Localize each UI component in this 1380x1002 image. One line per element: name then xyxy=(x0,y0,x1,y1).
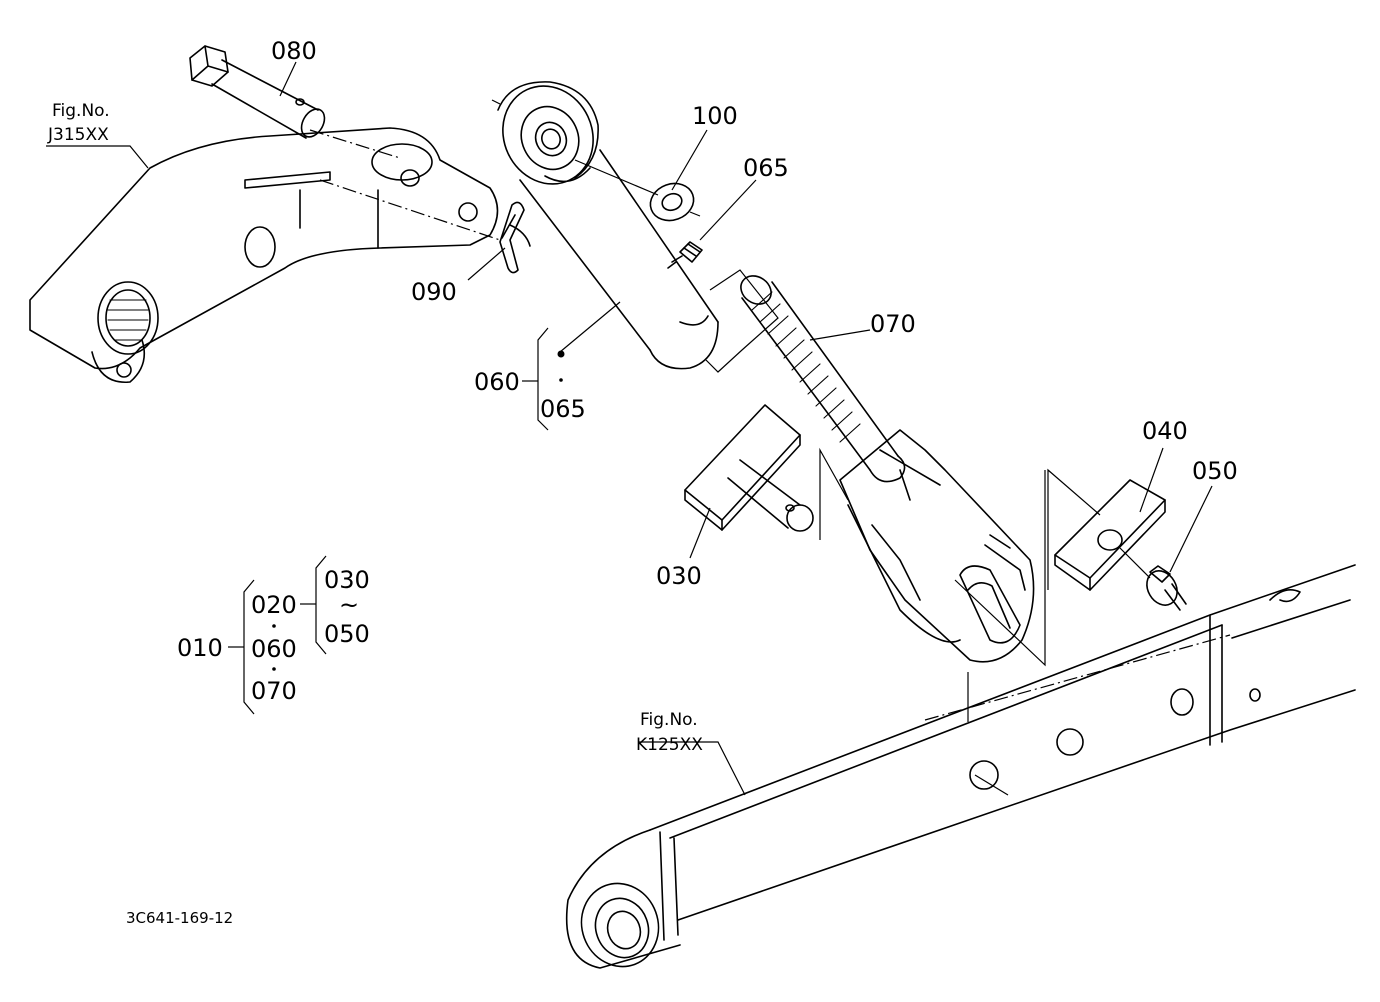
callout-080: 080 xyxy=(271,37,317,65)
linch-pin-090 xyxy=(499,201,531,274)
legend-070: 070 xyxy=(251,677,297,705)
legend-020: 020 xyxy=(251,591,297,619)
grease-nipple-065 xyxy=(667,241,703,269)
block-040 xyxy=(1047,468,1166,591)
assembly-legend: 010 020 060 070 030 ~ 050 xyxy=(177,555,370,715)
callout-060: 060 xyxy=(474,368,520,396)
washer-100 xyxy=(574,159,701,222)
lift-arm xyxy=(29,127,501,383)
pin-030 xyxy=(684,404,814,532)
fig-ref-lower-label: Fig.No. xyxy=(640,710,698,730)
threaded-screw-070 xyxy=(740,275,906,483)
callout-group-060: 060 065 xyxy=(474,327,586,431)
legend-range-tilde: ~ xyxy=(339,591,359,619)
legend-030: 030 xyxy=(324,566,370,594)
callout-070: 070 xyxy=(870,310,916,338)
callout-065: 065 xyxy=(743,154,789,182)
fig-ref-upper-number: J315XX xyxy=(47,125,109,145)
dot-marker xyxy=(557,350,565,358)
legend-root: 010 xyxy=(177,634,223,662)
callout-090: 090 xyxy=(411,278,457,306)
callout-065b: 065 xyxy=(540,395,586,423)
drawing-code: 3C641-169-12 xyxy=(126,909,233,927)
leader-lines xyxy=(46,61,1213,796)
lower-link xyxy=(565,564,1356,969)
pin-080 xyxy=(189,45,401,159)
fig-ref-lower-number: K125XX xyxy=(636,735,703,755)
dot-marker xyxy=(272,667,276,671)
dot-marker xyxy=(559,378,563,382)
legend-060: 060 xyxy=(251,635,297,663)
upper-rod-060 xyxy=(491,81,719,370)
callout-030: 030 xyxy=(656,562,702,590)
clevis-yoke xyxy=(819,429,1046,667)
legend-050: 050 xyxy=(324,620,370,648)
pin-050 xyxy=(1146,565,1187,611)
callout-100: 100 xyxy=(692,102,738,130)
dot-marker xyxy=(272,624,276,628)
callout-050: 050 xyxy=(1192,457,1238,485)
callout-040: 040 xyxy=(1142,417,1188,445)
fig-ref-upper-label: Fig.No. xyxy=(52,101,110,121)
